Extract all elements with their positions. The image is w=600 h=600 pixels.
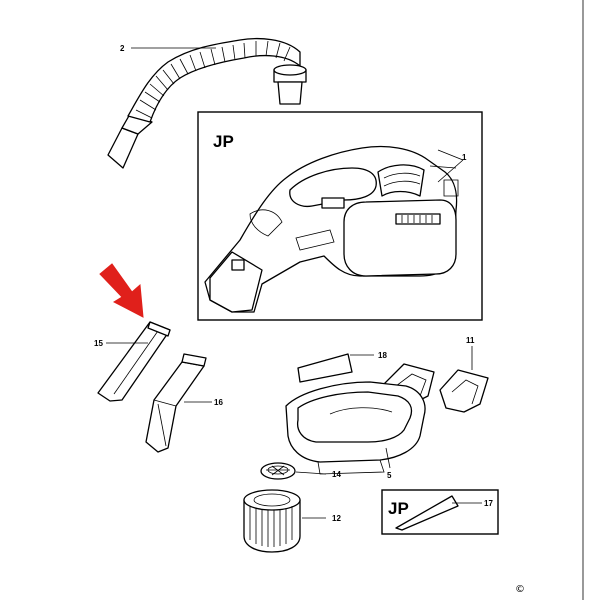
callout-14: 14 bbox=[332, 470, 341, 479]
jp-box-bottom bbox=[381, 489, 499, 535]
part-17-label-strip bbox=[395, 495, 459, 531]
part-2-hose bbox=[107, 38, 307, 169]
part-12-cartridge-filter bbox=[243, 489, 301, 553]
jp-label-bottom: JP bbox=[388, 499, 409, 518]
copyright-mark: © bbox=[515, 584, 525, 595]
part-1-vacuum-body bbox=[204, 145, 459, 313]
callout-16: 16 bbox=[214, 398, 223, 407]
part-15-crevice-tool bbox=[97, 321, 171, 402]
callout-17: 17 bbox=[484, 499, 493, 508]
part-18-label-plate bbox=[297, 353, 353, 383]
jp-box-top bbox=[197, 111, 483, 321]
callout-11: 11 bbox=[466, 336, 475, 345]
callout-12: 12 bbox=[332, 514, 341, 523]
callout-18: 18 bbox=[378, 351, 387, 360]
callout-5: 5 bbox=[387, 471, 392, 480]
part-14-filter-disk bbox=[260, 462, 296, 480]
part-16-nozzle bbox=[145, 353, 207, 453]
part-5-dust-bowl bbox=[285, 381, 426, 475]
jp-label-top: JP bbox=[213, 132, 234, 151]
callout-15: 15 bbox=[94, 339, 103, 348]
callout-2: 2 bbox=[120, 44, 125, 53]
red-pointer-arrow bbox=[99, 263, 144, 318]
callout-1: 1 bbox=[462, 153, 467, 162]
